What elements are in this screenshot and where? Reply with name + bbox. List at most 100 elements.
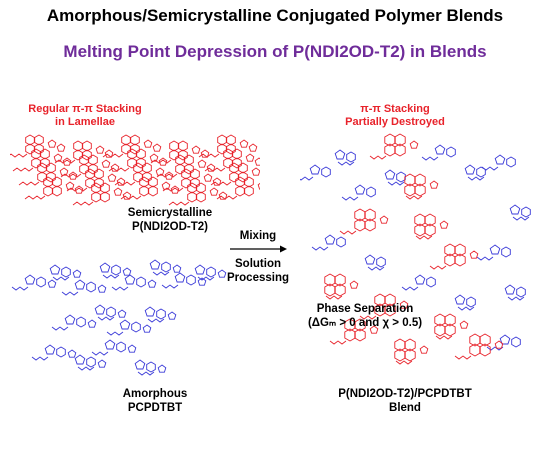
ndi-ring — [34, 143, 44, 155]
thiadiazole-ring — [67, 349, 77, 358]
alkyl-chain — [359, 315, 377, 320]
thiadiazole-ring — [142, 324, 152, 333]
alkyl-chain — [429, 265, 447, 270]
thiophene-ring — [218, 191, 228, 200]
stacking-destroyed-annotation: π-π Stacking Partially Destroyed — [330, 103, 460, 129]
thiadiazole-ring — [197, 277, 207, 286]
thiophene-ring — [257, 182, 260, 190]
alkyl-chain — [156, 173, 178, 178]
ndi-ring — [94, 168, 104, 180]
ndi-ring — [196, 182, 206, 194]
thiophene-ring — [164, 171, 174, 180]
alkyl-chain — [476, 256, 494, 261]
alkyl-chain — [161, 284, 179, 289]
alkyl-chain — [387, 181, 405, 186]
ndi-ring — [384, 293, 396, 307]
thiophene-ring — [149, 153, 159, 162]
benzothiadiazole-ring — [206, 266, 216, 278]
ndi-ring — [100, 191, 110, 203]
alkyl-chain — [369, 155, 387, 160]
thiophene-ring — [107, 173, 117, 182]
cpdt-ring — [434, 144, 446, 155]
thiophene-ring — [104, 149, 114, 158]
alkyl-chain — [401, 286, 419, 291]
thiophene-ring — [429, 180, 439, 189]
thiophene-ring — [419, 345, 429, 354]
thiophene-ring — [200, 149, 210, 158]
benzothiadiazole-ring — [61, 266, 71, 278]
alkyl-chain — [435, 335, 453, 340]
thiophene-ring — [494, 340, 504, 349]
alkyl-chain — [467, 176, 485, 181]
alkyl-chain — [454, 355, 472, 360]
benzothiadiazole-ring — [56, 346, 66, 358]
alkyl-chain — [162, 187, 184, 192]
thiophene-ring — [110, 163, 120, 172]
thiophene-ring — [62, 157, 72, 166]
thiophene-ring — [399, 300, 409, 309]
benzothiadiazole-ring — [116, 341, 126, 353]
cpdt-ring — [499, 334, 511, 345]
alkyl-chain — [61, 291, 79, 296]
alkyl-chain — [152, 271, 170, 276]
thiophene-ring — [122, 191, 132, 200]
benzothiadiazole-ring — [186, 274, 196, 286]
stacking-destroyed-line2: Partially Destroyed — [345, 116, 445, 128]
cpdt-ring — [309, 164, 321, 175]
thiophene-ring — [95, 145, 105, 154]
thiophene-ring — [56, 143, 66, 152]
thiophene-ring — [209, 187, 219, 196]
ndi-ring — [178, 149, 188, 161]
alkyl-chain — [507, 296, 525, 301]
blend-label-line1: P(NDI2OD-T2)/PCPDTBT — [338, 388, 472, 400]
ndi-ring — [88, 163, 98, 175]
thiophene-ring — [152, 143, 162, 152]
alkyl-chain — [51, 326, 69, 331]
benzothiadiazole-ring — [366, 186, 376, 198]
alkyl-chain — [11, 286, 29, 291]
ndi-ring — [46, 162, 56, 174]
alkyl-chain — [486, 346, 504, 351]
ndi-ring — [88, 154, 98, 166]
ndi-ring — [226, 134, 236, 146]
phase-separation-line2: (ΔGₘ > 0 and χ > 0.5) — [307, 317, 423, 329]
cpdt-ring — [324, 234, 336, 245]
benzothiadiazole-ring — [161, 261, 171, 273]
ndi-ring — [414, 173, 426, 187]
benzothiadiazole-ring — [346, 151, 356, 163]
ndi-ring — [40, 148, 50, 160]
benzothiadiazole-ring — [446, 146, 456, 158]
alkyl-chain — [114, 181, 136, 186]
alkyl-chain — [54, 159, 76, 164]
thiophene-ring — [459, 320, 469, 329]
ndi-ring — [244, 185, 254, 197]
thiadiazole-ring — [117, 309, 127, 318]
thiophene-ring — [379, 215, 389, 224]
alkyl-chain — [210, 181, 232, 186]
cpdt-ring — [454, 294, 466, 305]
cpdt-ring — [489, 244, 501, 255]
alkyl-chain — [311, 246, 329, 251]
alkyl-chain — [198, 153, 220, 158]
ndi-ring — [334, 273, 346, 287]
ndi-ring — [142, 171, 152, 183]
ndi-ring — [414, 183, 426, 197]
benzothiadiazole-ring — [506, 156, 516, 168]
cpdt-ring — [384, 169, 396, 180]
benzothiadiazole-ring — [86, 281, 96, 293]
alkyl-chain — [31, 356, 49, 361]
benzothiadiazole-ring — [511, 336, 521, 348]
mixing-label: Mixing — [239, 230, 277, 242]
ndi-ring — [394, 133, 406, 147]
thiadiazole-ring — [217, 269, 227, 278]
stacking-destroyed-line1: π-π Stacking — [360, 103, 430, 115]
thiadiazole-ring — [47, 279, 57, 288]
cpdt-ring — [124, 274, 136, 285]
cpdt-ring — [494, 154, 506, 165]
benzothiadiazole-ring — [501, 246, 511, 258]
cpdt-ring — [364, 254, 376, 265]
ndi-ring — [232, 148, 242, 160]
benzothiadiazole-ring — [36, 276, 46, 288]
alkyl-chain — [106, 331, 124, 336]
cpdt-ring — [334, 149, 346, 160]
